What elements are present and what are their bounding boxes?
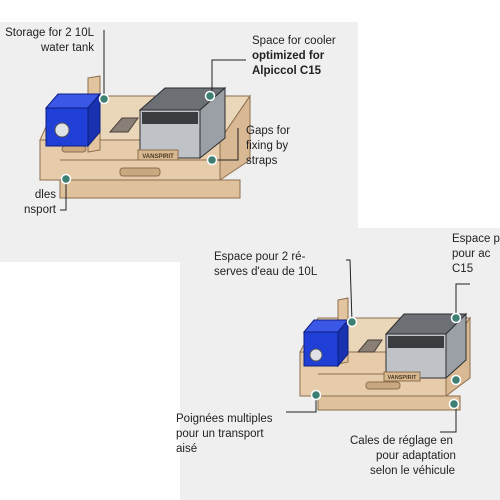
french-storage-box: VANSPIRIT xyxy=(299,297,471,411)
cooler-label-fr-line2: pour ac xyxy=(452,248,491,260)
english-leader-lines xyxy=(60,30,246,211)
handles-label-line2: nsport xyxy=(24,204,56,216)
french-box-brand: VANSPIRIT xyxy=(388,375,418,381)
gaps-label-line2: fixing by xyxy=(246,140,289,152)
french-leader-lines xyxy=(286,259,470,433)
english-storage-box: VANSPIRIT xyxy=(39,75,251,199)
handles-label-fr-line1: Poignées multiples xyxy=(176,413,273,425)
cooler-label: Space for cooler optimized for Alpiccol … xyxy=(252,34,336,79)
gaps-label-line1: Gaps for xyxy=(246,125,291,137)
gaps-label: Gaps for fixing by straps xyxy=(246,124,290,169)
cooler-label-fr-line1: Espace p xyxy=(452,233,500,245)
water-label-fr-line2: serves d'eau de 10L xyxy=(214,266,318,278)
handles-label-fr: Poignées multiples pour un transport ais… xyxy=(176,412,273,457)
storage-label-line1: Storage for 2 10L xyxy=(5,27,94,39)
wedges-label-fr-line3: selon le véhicule xyxy=(370,465,456,477)
handles-label: dles nsport xyxy=(0,188,56,218)
english-box-brand: VANSPIRIT xyxy=(142,154,174,160)
water-label-fr-line1: Espace pour 2 ré- xyxy=(214,251,306,263)
handles-label-fr-line3: aisé xyxy=(176,443,198,455)
cooler-label-line2: optimized for xyxy=(252,50,325,62)
storage-label: Storage for 2 10L water tank xyxy=(0,26,94,56)
cooler-label-line1: Space for cooler xyxy=(252,35,336,47)
cooler-label-line3: Alpiccol C15 xyxy=(252,65,322,77)
storage-label-line2: water tank xyxy=(40,42,94,54)
english-markers xyxy=(60,90,218,185)
wedges-label-fr-line1: Cales de réglage en xyxy=(350,435,453,447)
handles-label-line1: dles xyxy=(34,189,56,201)
wedges-label-fr-line2: pour adaptation xyxy=(376,450,456,462)
cooler-label-fr: Espace p pour ac C15 xyxy=(452,232,500,277)
cooler-label-fr-line3: C15 xyxy=(452,263,474,275)
handles-label-fr-line2: pour un transport xyxy=(176,428,264,440)
french-markers xyxy=(310,312,462,410)
wedges-label-fr: Cales de réglage en pour adaptation selo… xyxy=(350,434,456,479)
water-label-fr: Espace pour 2 ré- serves d'eau de 10L xyxy=(214,250,317,280)
gaps-label-line3: straps xyxy=(246,155,278,167)
